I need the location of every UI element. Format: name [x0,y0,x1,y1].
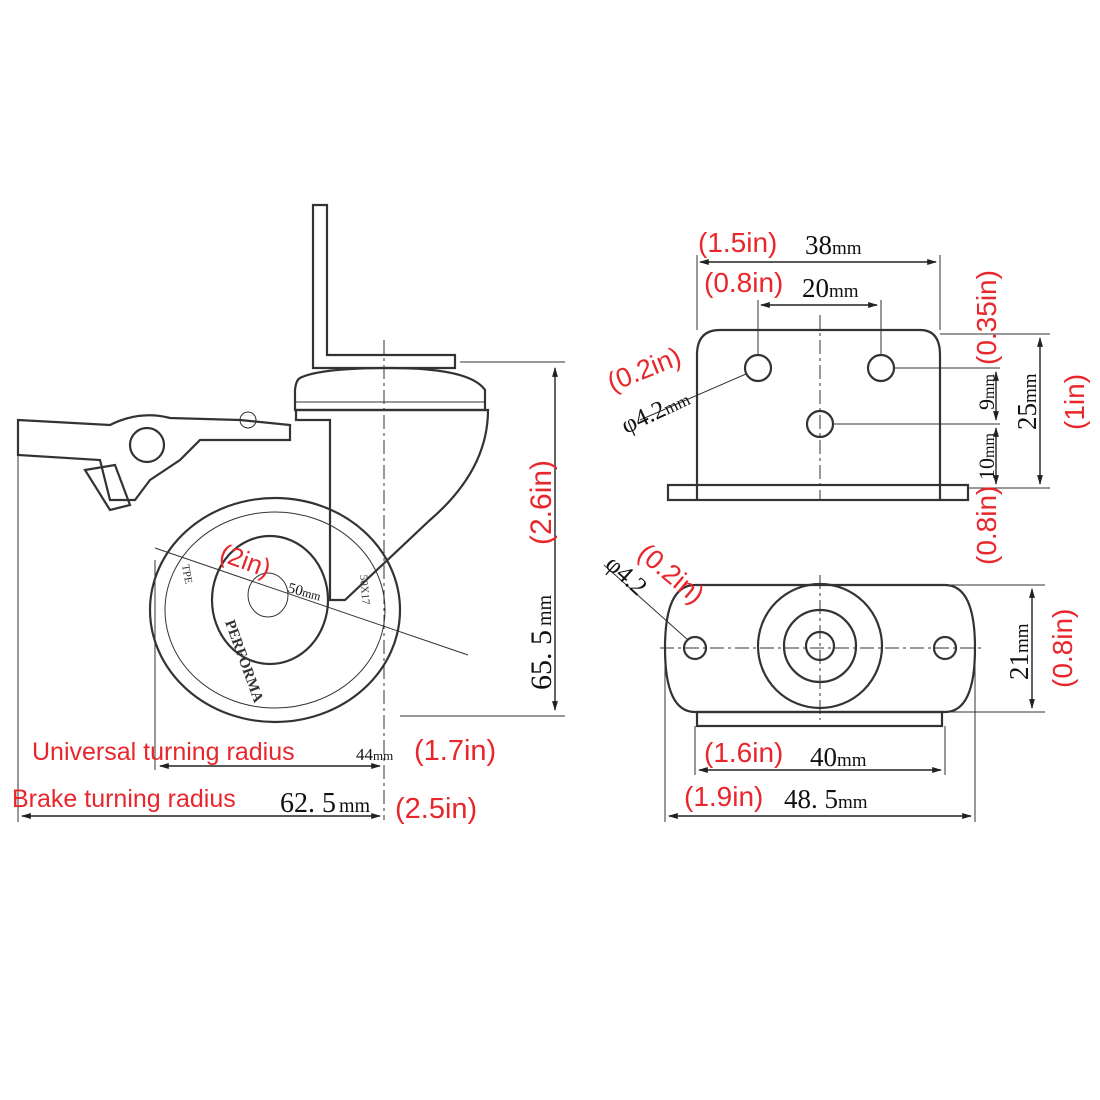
top-plate-flange [666,483,970,502]
height-dim-inch: (2.6in) [525,460,558,545]
height-dim-value: 65. 5mm [525,594,558,690]
brake-pivot [128,426,166,464]
mounting-bracket [311,203,457,370]
brake-inch: (2.5in) [395,793,477,825]
bottom-plate-view: (0.2in) φ4.2 21mm (0.8in) (1.6in) 40mm (… [600,538,1078,822]
wheel-diameter-leader [154,547,469,656]
top-10-value: 10mm [974,433,999,480]
universal-inch: (1.7in) [414,735,496,767]
brake-spring [239,411,257,429]
top-plate-body [695,328,942,500]
wheel-size-text: 50X17 [357,574,372,605]
top-spacing-inch: (0.8in) [704,267,783,298]
top-spacing-value: 20mm [802,273,859,303]
bottom-width-value: 48. 5mm [784,784,868,814]
bottom-height-inch: (0.8in) [1047,609,1078,688]
bottom-width-inch: (1.9in) [684,781,763,812]
wheel-outer [148,496,402,724]
wheel-brand-text: PERFORMA [221,618,266,705]
top-plate-hole-left [743,353,773,383]
wheel-axle [247,572,289,618]
top-hole-leader [639,373,747,421]
brake-pad [83,463,132,512]
top-10-inch: (0.8in) [971,486,1002,565]
universal-label: Universal turning radius [32,738,295,766]
top-9-value: 9mm [974,374,999,410]
brake-label: Brake turning radius [12,785,236,813]
swivel-head [293,366,487,412]
wheel-hub [210,534,330,666]
universal-value: 44mm [356,745,393,764]
top-hole-inch: (0.2in) [603,341,685,397]
brake-lever [16,414,292,502]
wheel-tread [164,511,386,709]
top-plate-hole-right [866,353,896,383]
side-view: PERFORMA TPE 50X17 65. 5mm (2.6in) (2in)… [12,203,565,825]
bottom-hole-leader [603,564,689,641]
fork-leg [294,408,490,602]
bottom-spacing-inch: (1.6in) [704,737,783,768]
top-width-value: 38mm [805,230,862,260]
top-width-inch: (1.5in) [698,227,777,258]
top-height-inch: (1in) [1059,374,1090,430]
bottom-height-value: 21mm [1004,623,1034,680]
wheel-dim-value: 50mm [286,580,323,604]
top-height-value: 25mm [1012,373,1042,430]
top-hole-value: φ4.2mm [617,384,694,439]
wheel-dim-inch: (2in) [216,537,275,583]
top-plate-view: (1.5in) 38mm (0.8in) 20mm (0.2in) φ4.2mm… [603,227,1090,565]
top-9-inch: (0.35in) [971,270,1002,365]
bottom-spacing-value: 40mm [810,742,867,772]
wheel-material-text: TPE [179,563,194,585]
